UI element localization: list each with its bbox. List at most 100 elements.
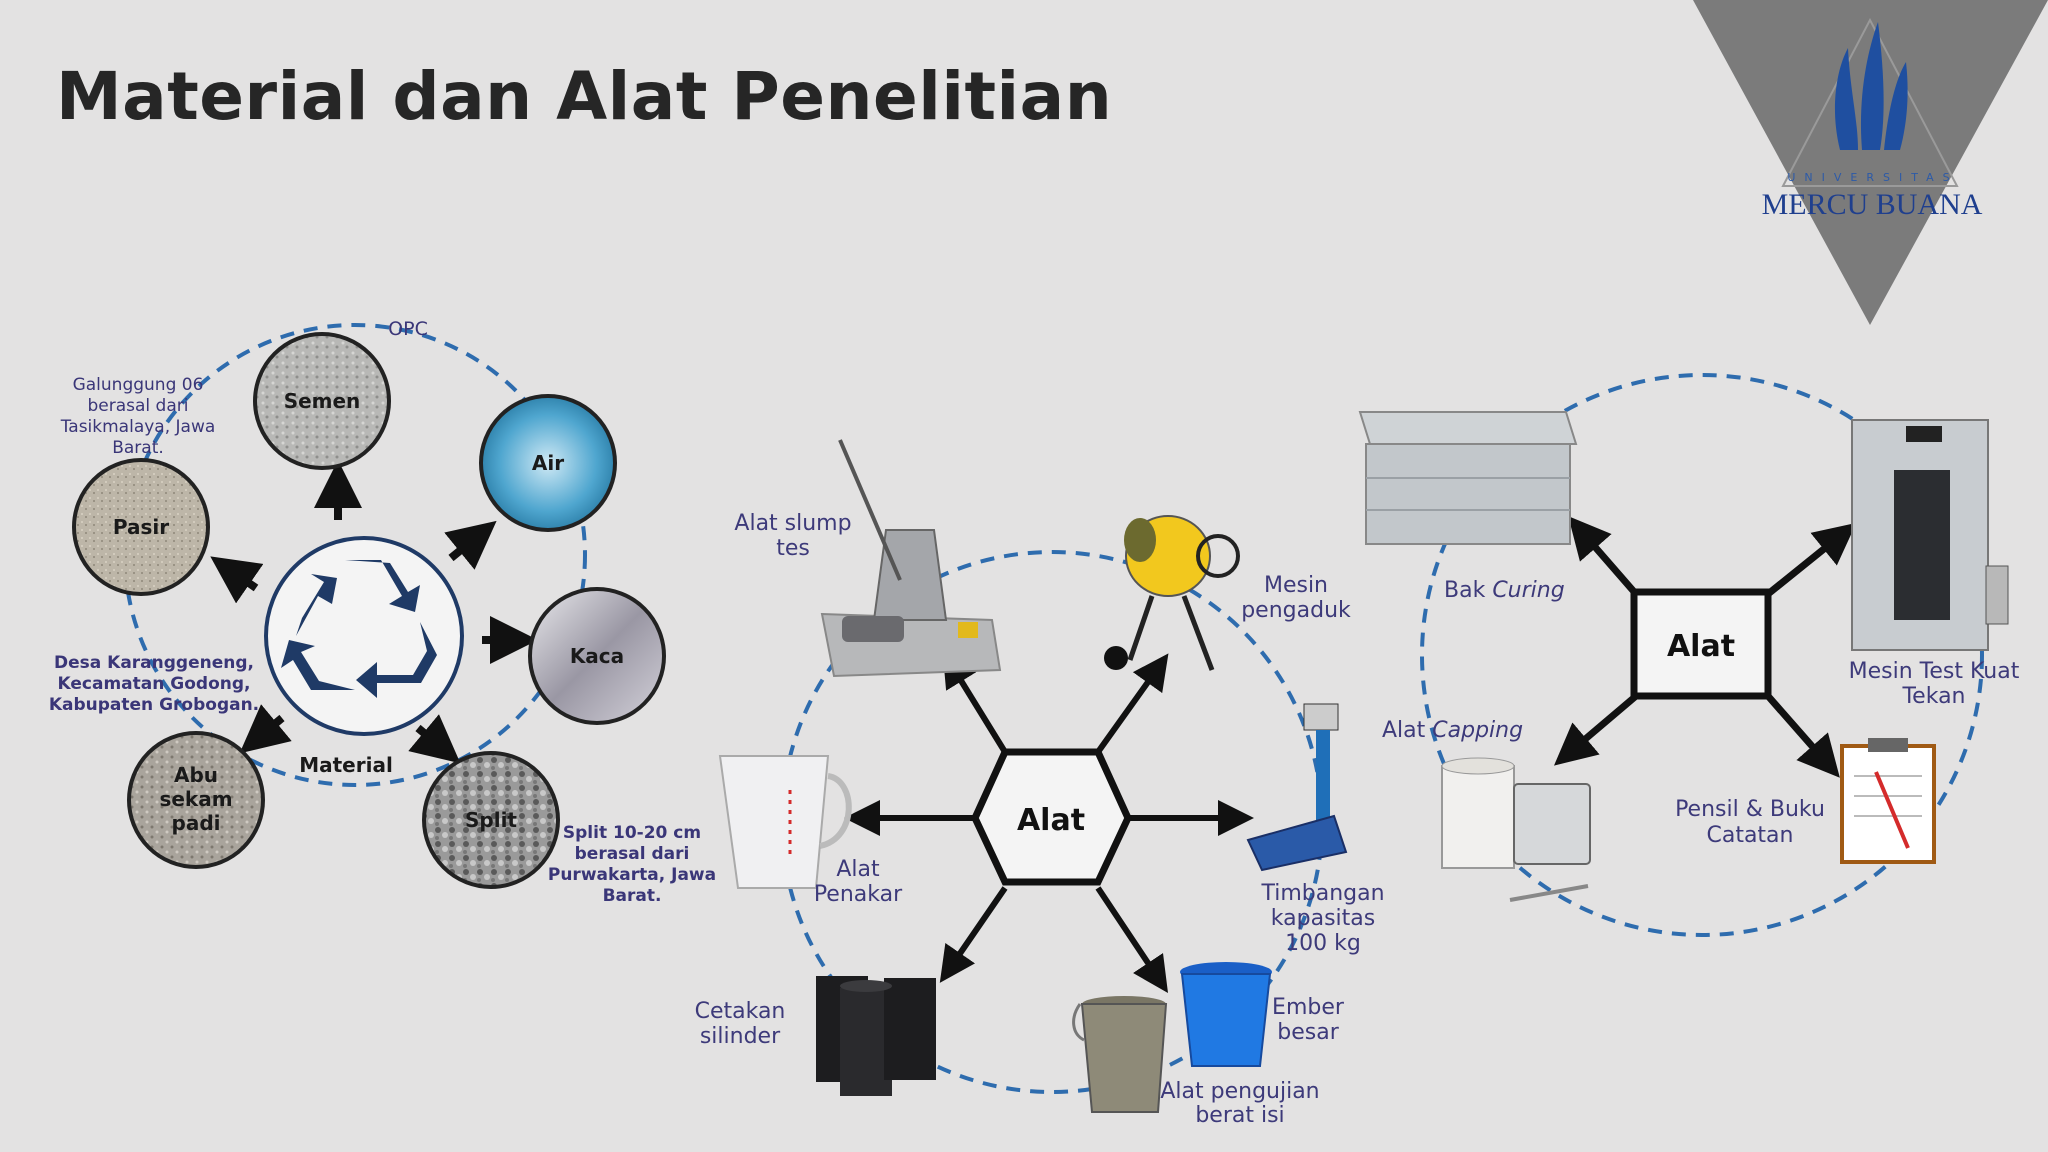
alat-capping-label-italic: Capping — [1432, 718, 1523, 743]
blue-bucket-image — [1180, 962, 1272, 1067]
material-node-pasir: Pasir — [72, 458, 210, 596]
abu-label-line-2: sekam — [159, 787, 232, 811]
mesin-test-label-line-2: Tekan — [1901, 684, 1965, 709]
measuring-cup-image — [718, 755, 852, 889]
abu-note: Desa Karanggeneng, Kecamatan Godong, Kab… — [49, 653, 259, 715]
alat2-center-box — [1630, 588, 1772, 700]
ember-label-line-2: besar — [1277, 1020, 1339, 1045]
pasir-note-line-1: Galunggung 06 — [73, 375, 204, 395]
mesin-pengaduk-label-line-2: pengaduk — [1241, 598, 1351, 623]
alat1-center-label: Alat — [1017, 803, 1085, 838]
bak-curing-label-italic: Curing — [1492, 578, 1564, 603]
slump-label-line-1: Alat slump — [734, 511, 851, 536]
clipboard-image — [1840, 738, 1936, 864]
pasir-note-line-4: Barat. — [112, 438, 164, 458]
curing-tank-image — [1358, 411, 1578, 545]
capping-set-image — [1441, 757, 1591, 902]
mesin-test-label-line-1: Mesin Test Kuat — [1849, 659, 2020, 684]
alat1-hexagon — [971, 748, 1132, 886]
logo-triangle — [1693, 0, 2048, 325]
arrow-to-bak-curing — [1568, 516, 1639, 597]
cetakan-label-line-1: Cetakan — [695, 999, 786, 1024]
abu-note-line-3: Kabupaten Grobogan. — [49, 695, 259, 715]
concrete-mixer-image — [1104, 515, 1240, 671]
abu-note-line-1: Desa Karanggeneng, — [54, 653, 254, 673]
arrow-to-mesin-pengaduk — [1095, 653, 1169, 754]
material-center-circle — [264, 536, 464, 736]
split-note-line-2: berasal dari — [575, 844, 690, 864]
kaca-label: Kaca — [570, 644, 624, 668]
arrow-to-pensil-buku — [1765, 693, 1840, 778]
pasir-note-line-3: Tasikmalaya, Jawa — [60, 417, 216, 437]
slump-label-line-2: tes — [776, 536, 810, 561]
material-cluster: Material Semen Air Kaca Split Abu sekam … — [49, 318, 716, 906]
arrow-to-ember — [1095, 886, 1168, 993]
material-node-abu-sekam-padi: Abu sekam padi — [127, 731, 265, 869]
air-label: Air — [532, 451, 564, 475]
arrow-to-pasir — [210, 556, 264, 604]
steel-container-image — [1072, 996, 1168, 1113]
berat-isi-label-line-2: berat isi — [1195, 1103, 1284, 1128]
recycle-icon — [281, 560, 437, 698]
penakar-label-line-2: Penakar — [814, 882, 903, 907]
material-node-kaca: Kaca — [528, 587, 666, 725]
timbangan-label-line-3: 100 kg — [1285, 931, 1361, 956]
logo-small-text: UNIVERSITAS — [1787, 171, 1958, 184]
pasir-note: Galunggung 06 berasal dari Tasikmalaya, … — [60, 375, 216, 458]
arrow-to-air — [444, 520, 497, 570]
abu-note-line-2: Kecamatan Godong, — [58, 674, 251, 694]
material-node-air: Air — [479, 394, 617, 532]
pensil-buku-label-line-1: Pensil & Buku — [1675, 797, 1825, 822]
ember-label-line-1: Ember — [1272, 995, 1345, 1020]
arrow-to-abu — [239, 704, 292, 754]
arrow-to-mesin-test — [1765, 522, 1857, 597]
material-center-label: Material — [299, 753, 393, 777]
timbangan-label-line-2: kapasitas — [1271, 906, 1375, 931]
material-node-semen: Semen — [253, 332, 391, 470]
abu-label-line-3: padi — [172, 811, 221, 835]
flame-icon — [1834, 22, 1908, 150]
alat2-dashed-ring — [1420, 373, 1984, 937]
semen-label: Semen — [284, 389, 361, 413]
alat-capping-label: Alat Capping — [1382, 718, 1523, 743]
material-arrows — [210, 460, 538, 764]
alat-capping-label-plain: Alat — [1382, 718, 1432, 743]
compression-machine-image — [1851, 419, 2009, 651]
cylinder-mold-image — [816, 976, 936, 1096]
split-note-line-3: Purwakarta, Jawa — [548, 865, 716, 885]
alat2-center-label: Alat — [1667, 629, 1735, 664]
semen-note: OPC — [388, 318, 428, 340]
arrow-to-split — [408, 714, 461, 764]
penakar-label-line-1: Alat — [836, 857, 880, 882]
arrow-to-alat-capping — [1553, 693, 1639, 766]
university-logo: UNIVERSITAS MERCU BUANA — [1693, 0, 2048, 325]
split-note-line-4: Barat. — [603, 886, 662, 906]
logo-university-name: MERCU BUANA — [1762, 188, 1983, 221]
pensil-buku-label-line-2: Catatan — [1706, 823, 1793, 848]
mesin-pengaduk-label-line-1: Mesin — [1264, 573, 1328, 598]
berat-isi-label-line-1: Alat pengujian — [1160, 1079, 1319, 1104]
alat1-arrows — [844, 650, 1254, 993]
abu-label-line-1: Abu — [174, 763, 218, 787]
alat2-cluster: Alat — [1358, 373, 2020, 937]
page-title: Material dan Alat Penelitian — [56, 58, 1113, 135]
arrow-to-slump — [942, 650, 1008, 754]
pasir-label: Pasir — [113, 515, 169, 539]
cetakan-label-line-2: silinder — [700, 1024, 781, 1049]
logo-inner-triangle — [1781, 17, 1959, 187]
split-label: Split — [465, 808, 517, 832]
alat1-cluster: Alat — [695, 439, 1385, 1128]
slump-test-image — [820, 439, 1002, 678]
bak-curing-label: Bak Curing — [1444, 578, 1565, 603]
alat1-labels: Alat slump tes Mesin pengaduk Timbangan … — [695, 511, 1385, 1128]
pasir-note-line-2: berasal dari — [88, 396, 189, 416]
split-note-line-1: Split 10-20 cm — [563, 823, 701, 843]
alat2-arrows — [1553, 516, 1857, 778]
bak-curing-label-plain: Bak — [1444, 578, 1492, 603]
material-node-split: Split — [422, 751, 560, 889]
split-note: Split 10-20 cm berasal dari Purwakarta, … — [548, 823, 716, 906]
scale-image — [1246, 703, 1348, 872]
timbangan-label-line-1: Timbangan — [1260, 881, 1384, 906]
arrow-to-cetakan — [939, 886, 1008, 983]
